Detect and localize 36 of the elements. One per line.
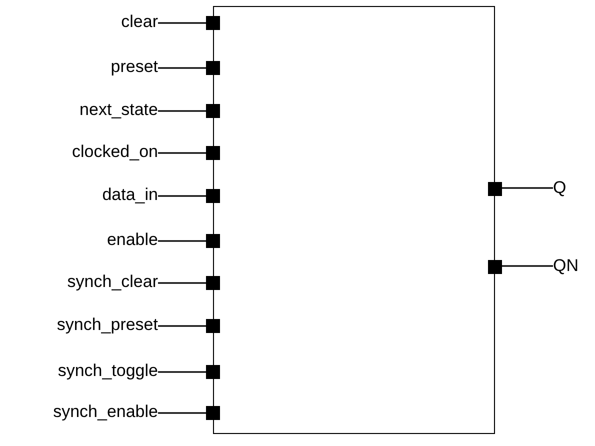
- pin-square: [488, 260, 502, 274]
- pin-square: [488, 182, 502, 196]
- pin-label: synch_clear: [0, 271, 158, 293]
- pin-square: [206, 276, 220, 290]
- pin-label: Q: [553, 177, 593, 199]
- pin-label: clocked_on: [0, 141, 158, 163]
- pin-square: [206, 365, 220, 379]
- pin-line: [158, 110, 206, 112]
- pin-square: [206, 104, 220, 118]
- pin-line: [158, 412, 206, 414]
- pin-label: clear: [0, 11, 158, 33]
- pin-label: synch_toggle: [0, 360, 158, 382]
- pin-line: [502, 265, 553, 267]
- pin-line: [158, 67, 206, 69]
- pin-label: data_in: [0, 184, 158, 206]
- pin-line: [158, 282, 206, 284]
- pin-line: [158, 152, 206, 154]
- pin-label: QN: [553, 255, 593, 277]
- pin-label: synch_preset: [0, 314, 158, 336]
- pin-line: [502, 187, 553, 189]
- pin-square: [206, 234, 220, 248]
- pin-square: [206, 406, 220, 420]
- pin-square: [206, 61, 220, 75]
- pin-square: [206, 319, 220, 333]
- pin-line: [158, 240, 206, 242]
- pin-label: synch_enable: [0, 401, 158, 423]
- pin-line: [158, 325, 206, 327]
- pin-label: preset: [0, 56, 158, 78]
- pin-line: [158, 22, 206, 24]
- pin-label: enable: [0, 229, 158, 251]
- pin-line: [158, 195, 206, 197]
- pin-label: next_state: [0, 99, 158, 121]
- pin-square: [206, 146, 220, 160]
- pin-square: [206, 189, 220, 203]
- pin-square: [206, 16, 220, 30]
- pin-line: [158, 371, 206, 373]
